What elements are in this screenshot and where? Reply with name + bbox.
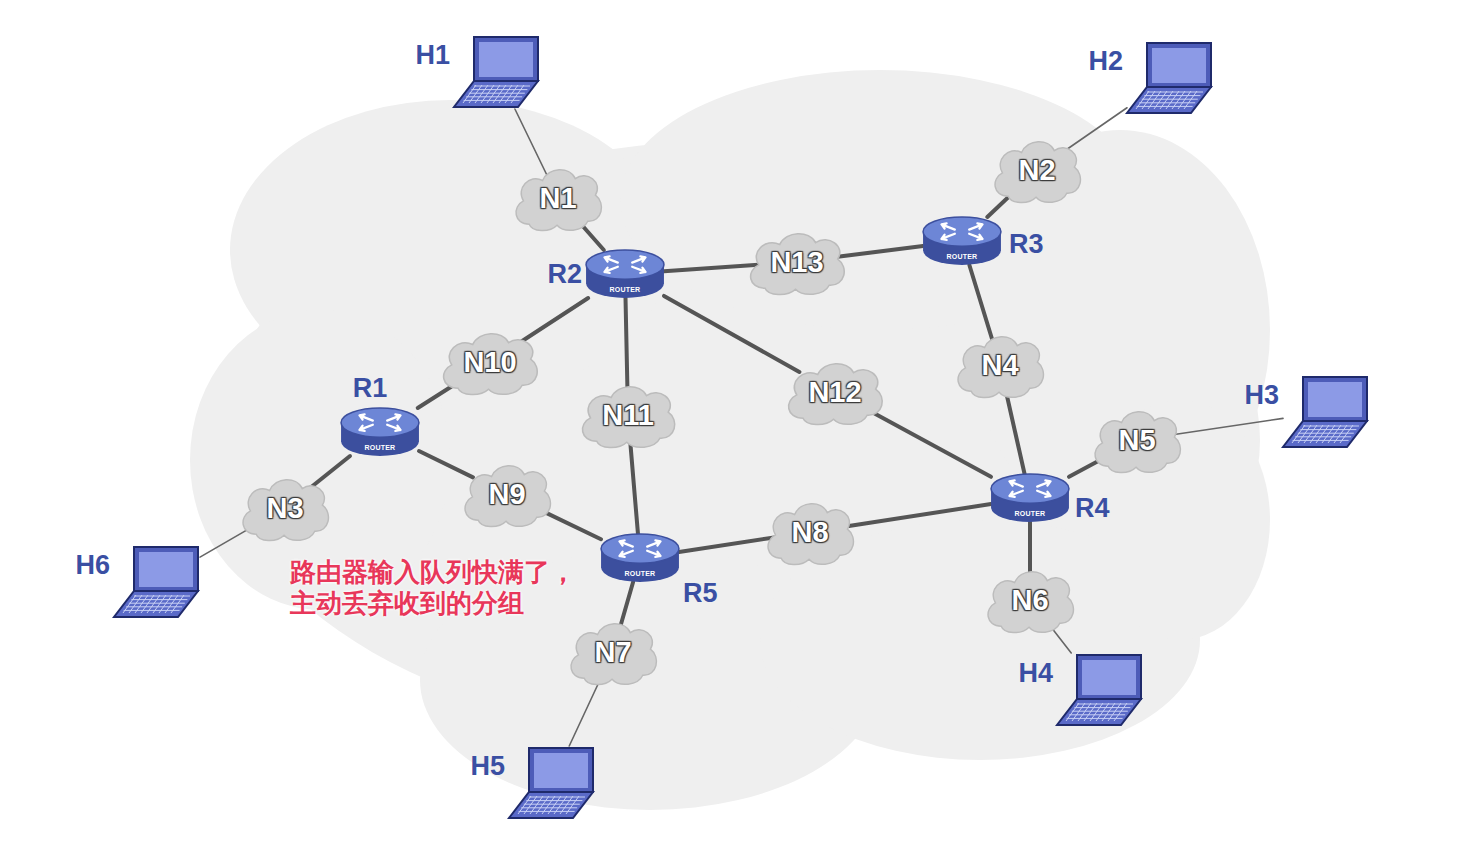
network-name: N9: [488, 478, 525, 511]
network-cloud: N2: [989, 136, 1085, 204]
network-name: N7: [594, 636, 631, 669]
network-link: [521, 298, 589, 342]
network-link: [515, 109, 548, 178]
network-link: [872, 412, 991, 477]
network-cloud: N12: [782, 358, 887, 426]
network-name: N2: [1018, 154, 1055, 187]
keyboard-keys: [1136, 91, 1203, 109]
router-name: R2: [547, 259, 582, 290]
network-cloud: N3: [237, 474, 333, 542]
network-name: N6: [1011, 584, 1048, 617]
network-name: N8: [791, 516, 828, 549]
keyboard-keys: [1292, 425, 1359, 443]
network-link: [664, 296, 799, 372]
router: R5ROUTER: [599, 532, 681, 584]
network-name: N5: [1118, 424, 1155, 457]
network-name: N11: [602, 399, 654, 432]
network-cloud: N11: [576, 381, 680, 449]
background-cloud: [190, 70, 1270, 810]
network-cloud: N9: [459, 460, 555, 528]
host-name: H5: [470, 751, 505, 782]
network-name: N4: [981, 349, 1018, 382]
router-brand: ROUTER: [584, 286, 666, 293]
router-name: R1: [353, 373, 388, 404]
network-name: N1: [539, 182, 576, 215]
network-link: [419, 451, 473, 477]
router: R2ROUTER: [584, 248, 666, 300]
network-link: [679, 537, 776, 552]
host-laptop: H4: [1055, 651, 1145, 729]
laptop-icon: [507, 744, 597, 822]
network-link: [969, 265, 994, 345]
host-laptop: H2: [1125, 39, 1215, 117]
keyboard-keys: [1066, 703, 1133, 721]
network-link: [1005, 385, 1025, 474]
laptop-icon: [1281, 373, 1371, 451]
network-cloud: N1: [510, 164, 606, 232]
router: R3ROUTER: [921, 215, 1003, 267]
keyboard-keys: [123, 595, 190, 613]
network-link: [541, 510, 601, 539]
router: R4ROUTER: [989, 472, 1071, 524]
callout-note: 路由器输入队列快满了， 主动丢弃收到的分组: [290, 557, 590, 619]
host-laptop: H5: [507, 744, 597, 822]
router-name: R4: [1075, 493, 1110, 524]
router-brand: ROUTER: [339, 444, 421, 451]
network-link: [310, 456, 350, 488]
router-brand: ROUTER: [989, 510, 1071, 517]
keyboard-keys: [463, 85, 530, 103]
host-name: H3: [1244, 380, 1279, 411]
network-cloud: N10: [437, 328, 542, 396]
router-brand: ROUTER: [921, 253, 1003, 260]
host-laptop: H1: [452, 33, 542, 111]
keyboard-keys: [518, 796, 585, 814]
network-link: [664, 265, 758, 272]
laptop-icon: [112, 543, 202, 621]
host-name: H6: [75, 550, 110, 581]
network-link: [836, 246, 923, 257]
laptop-icon: [1055, 651, 1145, 729]
network-name: N12: [808, 376, 861, 409]
network-link: [626, 298, 628, 395]
network-link: [630, 435, 638, 534]
host-laptop: H3: [1281, 373, 1371, 451]
laptop-icon: [1125, 39, 1215, 117]
network-link: [200, 528, 251, 557]
router: R1ROUTER: [339, 406, 421, 458]
network-cloud: N8: [762, 498, 858, 566]
router-name: R5: [683, 578, 718, 609]
router-brand: ROUTER: [599, 570, 681, 577]
host-laptop: H6: [112, 543, 202, 621]
network-link: [1171, 418, 1283, 435]
network-cloud: N13: [744, 228, 849, 296]
network-cloud: N4: [952, 331, 1048, 399]
network-link: [844, 504, 991, 527]
host-name: H1: [415, 40, 450, 71]
network-name: N13: [770, 246, 823, 279]
network-link: [1066, 108, 1127, 150]
host-name: H2: [1088, 46, 1123, 77]
network-name: N10: [463, 346, 516, 379]
network-name: N3: [266, 492, 303, 525]
network-cloud: N7: [565, 618, 661, 686]
host-name: H4: [1018, 658, 1053, 689]
router-name: R3: [1009, 229, 1044, 260]
network-cloud: N5: [1089, 406, 1185, 474]
laptop-icon: [452, 33, 542, 111]
network-cloud: N6: [982, 566, 1078, 634]
